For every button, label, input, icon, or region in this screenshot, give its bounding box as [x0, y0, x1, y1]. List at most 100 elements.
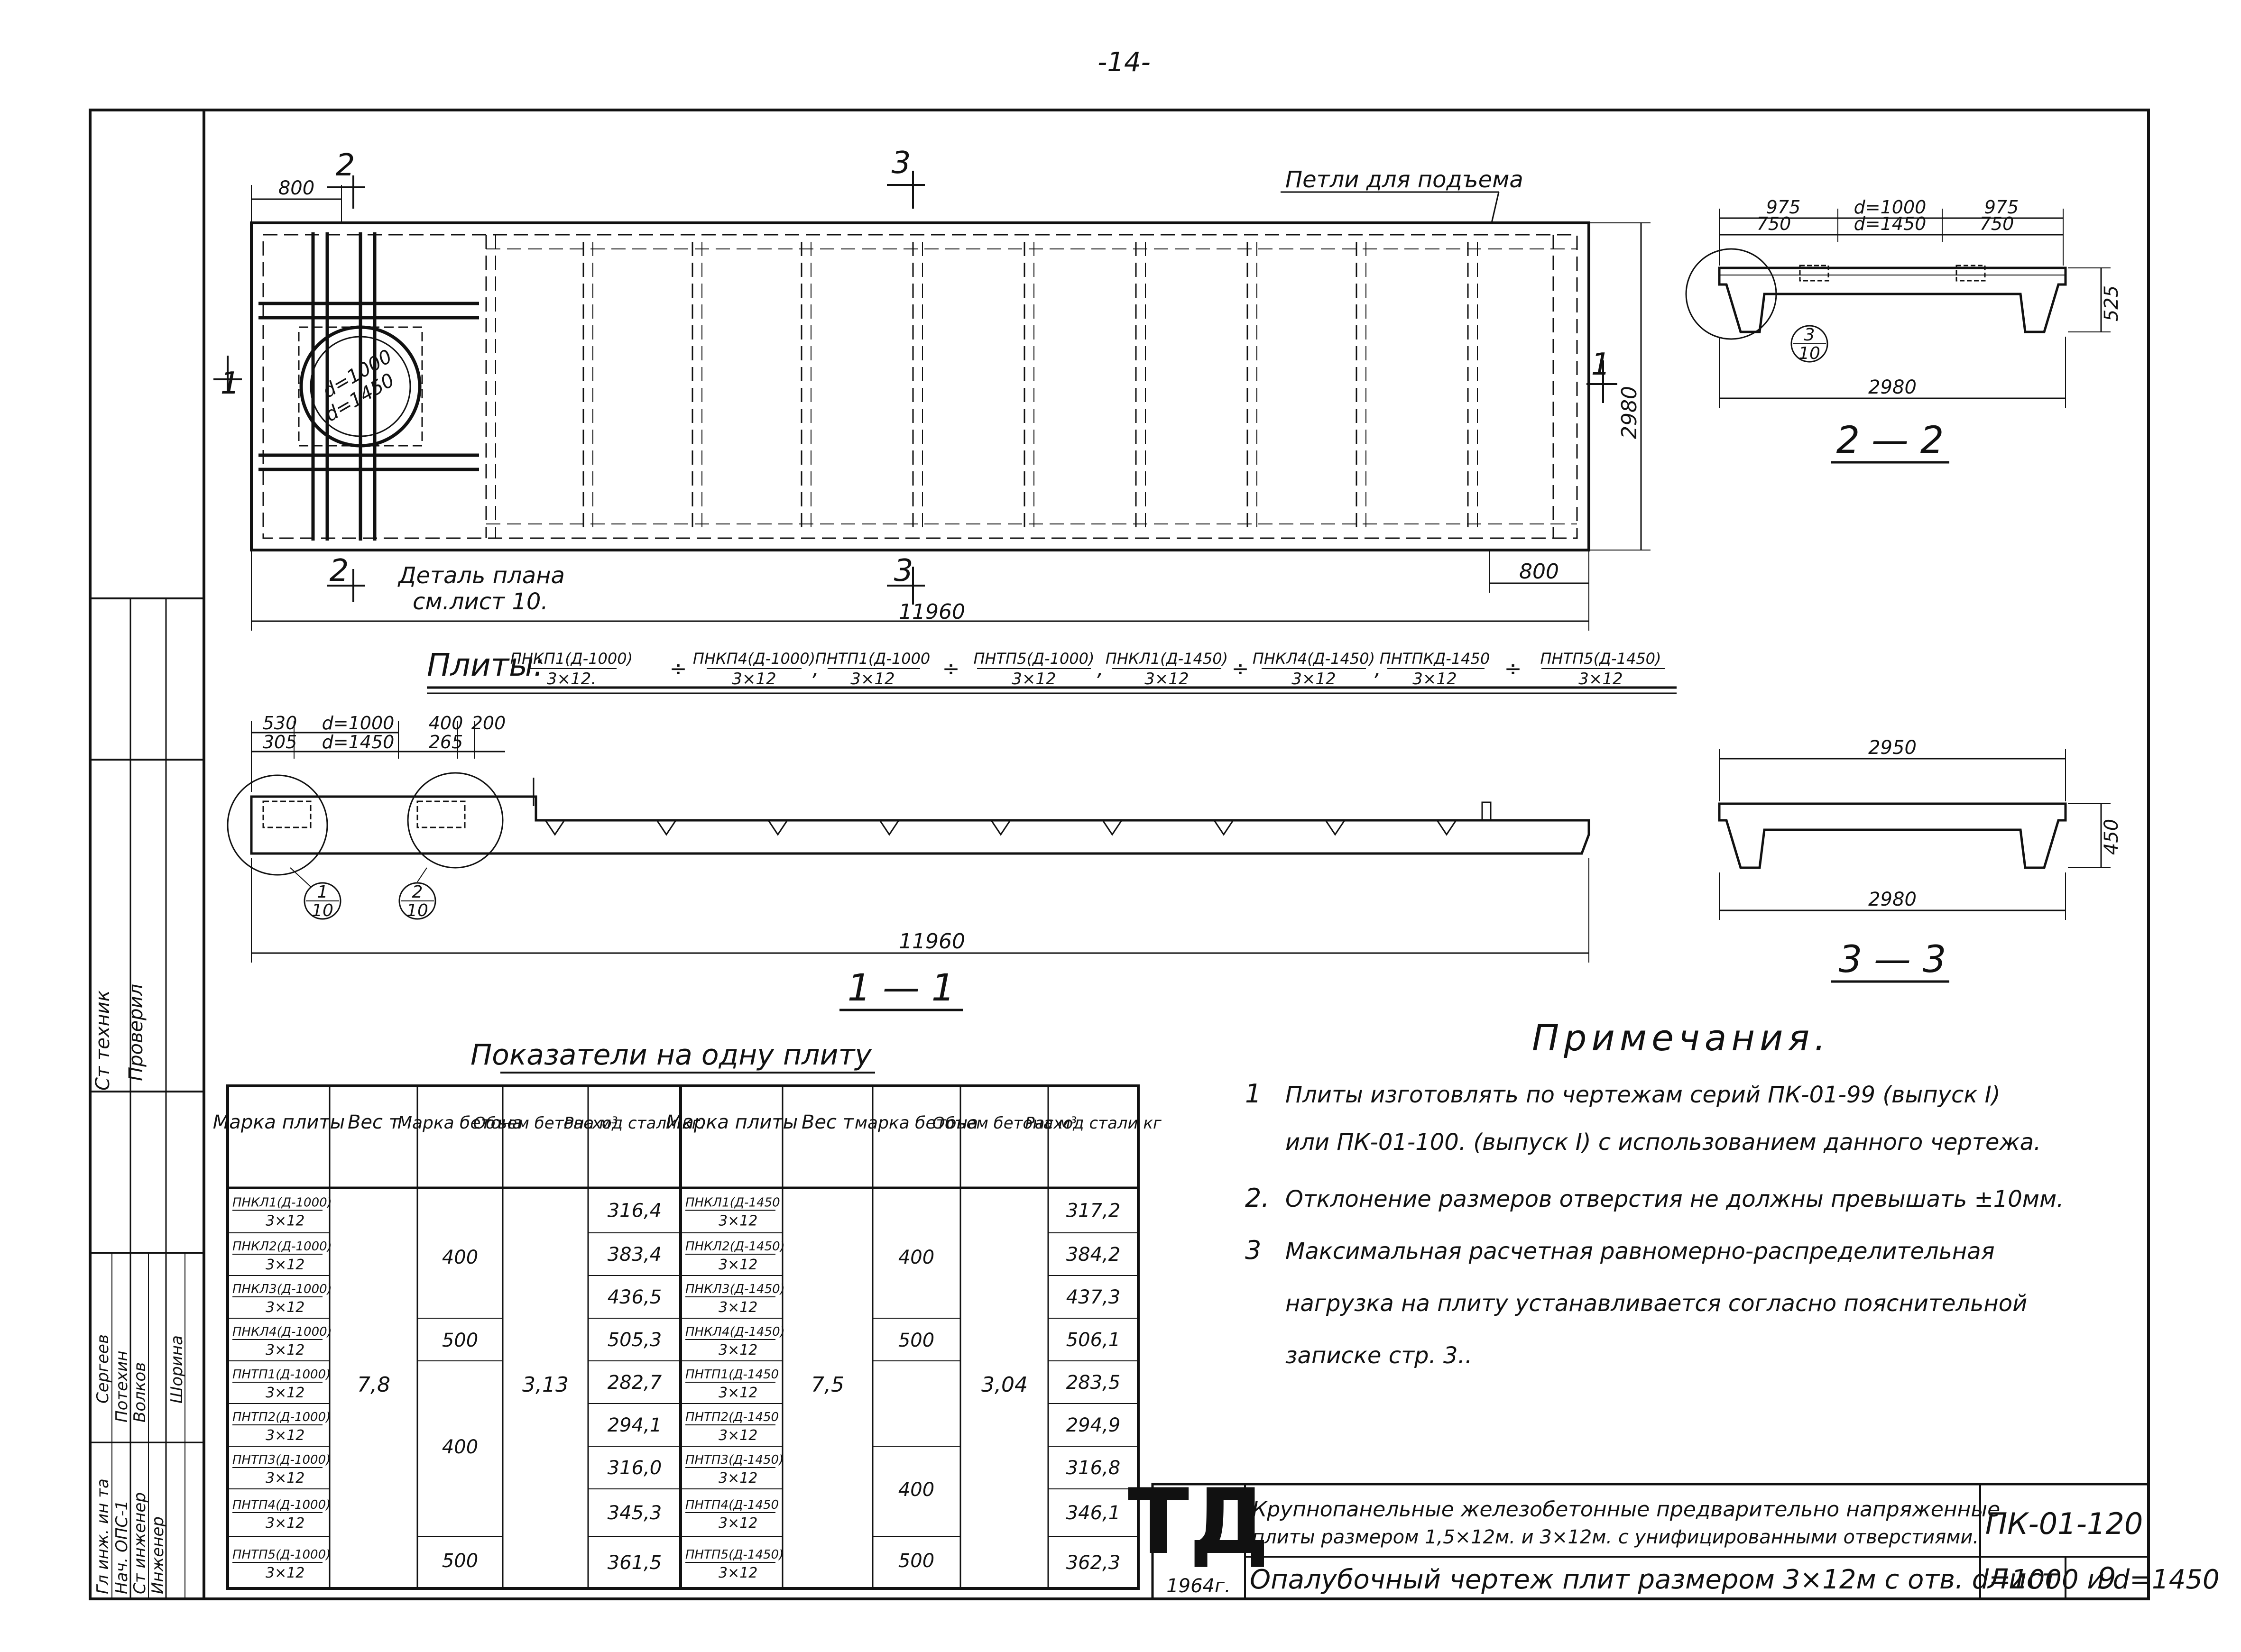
s11-dim-530: 530	[263, 713, 297, 734]
stamp-role-2: Гл инж. ин та	[93, 1478, 112, 1594]
left-mark-4: ПНТП1(Д-1000)	[232, 1367, 331, 1382]
s33-dim-2950: 2950	[1868, 737, 1917, 759]
plan-dim-2980: 2980	[1617, 386, 1642, 439]
s22-dim-d1450: d=1450	[1854, 213, 1927, 234]
indicators-table: Показатели на одну плиту	[213, 1038, 1162, 1590]
left-mark-1: ПНКЛ2(Д-1000)	[232, 1239, 332, 1254]
th-weight-left: Вес т	[348, 1111, 401, 1133]
plan-dimensions: 800 2 3 Петли для подъема 1 1 2980 2 Дет…	[213, 146, 1651, 631]
left-mark-0: ПНКЛ1(Д-1000)	[232, 1196, 332, 1210]
title-year: 1964г.	[1166, 1575, 1231, 1597]
left-mark-2: ПНКЛ3(Д-1000)	[232, 1282, 332, 1296]
note-line-0: Плиты изготовлять по чертежам серий ПК-0…	[1285, 1082, 2001, 1108]
table-title: Показатели на одну плиту	[470, 1038, 872, 1072]
slabs-sep-4: ÷	[1232, 657, 1249, 681]
plan-dim-800-right: 800	[1519, 560, 1559, 584]
right-mark-den-8: 3×12	[719, 1565, 757, 1581]
stamp-role-4: Ст инженер	[130, 1492, 149, 1594]
table-header-left: Марка плиты Вес т Марка бетона Объем бет…	[213, 1111, 705, 1133]
plan-detail-note-2: см.лист 10.	[413, 588, 548, 615]
right-mark-1: ПНКЛ2(Д-1450)	[685, 1239, 785, 1254]
stamp-name-1: Потехин	[112, 1350, 131, 1423]
s22-dim-2980: 2980	[1868, 376, 1917, 398]
right-mark-3: ПНКЛ4(Д-1450)	[685, 1325, 785, 1339]
right-mark-den-3: 3×12	[719, 1342, 757, 1358]
section-3-3: 2950 450 2980 3 — 3	[1718, 737, 2122, 983]
left-mark-den-4: 3×12	[266, 1385, 304, 1401]
plan-section-3-top: 3	[892, 146, 911, 181]
note-line-4: нагрузка на плиту устанавливается соглас…	[1285, 1290, 2027, 1317]
slab-item-0: ПНКП1(Д-1000) 3×12.	[510, 650, 633, 688]
s22-caption: 2 — 2	[1836, 419, 1944, 462]
section-2-2: 975 d=1000 975 750 d=1450 750 525 3 10 2…	[1685, 197, 2122, 464]
table-row-lines	[228, 1232, 1138, 1537]
plan-dim-800-left: 800	[278, 177, 314, 199]
right-mark-2: ПНКЛ3(Д-1450)	[685, 1282, 785, 1296]
slab-item-1: ПНКП4(Д-1000)3×12	[693, 650, 815, 688]
slabs-sep-1: ,	[812, 657, 819, 681]
table-right-marks: ПНКЛ1(Д-14503×12ПНКЛ2(Д-1450)3×12ПНКЛ3(Д…	[685, 1196, 785, 1581]
s11-callout-2-num: 2	[412, 882, 423, 902]
right-steel-3: 506,1	[1066, 1329, 1121, 1351]
svg-text:3×12: 3×12	[1144, 670, 1189, 688]
left-mark-den-7: 3×12	[266, 1515, 304, 1532]
right-grade-0: 400	[898, 1247, 934, 1268]
s11-dim-d1000: d=1000	[322, 713, 395, 734]
sheet-frame	[89, 109, 2150, 1600]
left-steel-5: 294,1	[608, 1414, 662, 1436]
right-mark-den-1: 3×12	[719, 1257, 757, 1273]
th-volume-left: Объем бетона м³	[473, 1114, 618, 1133]
left-mark-den-6: 3×12	[266, 1470, 304, 1487]
right-mark-7: ПНТП4(Д-1450	[685, 1498, 779, 1512]
title-sheet-title: Опалубочный чертеж плит размером 3×12м с…	[1250, 1564, 2220, 1595]
th-grade-left: Марка бетона	[397, 1113, 523, 1133]
left-mark-3: ПНКЛ4(Д-1000)	[232, 1325, 332, 1339]
s11-callout-1-num: 1	[317, 882, 328, 902]
s11-dim-265: 265	[429, 732, 463, 753]
th-steel-right: Расход стали кг	[1025, 1114, 1162, 1133]
left-mark-den-5: 3×12	[266, 1427, 304, 1444]
s11-callout-2-den: 10	[406, 901, 428, 920]
plan-dim-11960: 11960	[899, 600, 965, 624]
left-mark-8: ПНТП5(Д-1000)	[232, 1548, 331, 1562]
stamp-role-1: Проверил	[125, 984, 147, 1081]
svg-text:3×12.: 3×12.	[547, 670, 596, 688]
title-desc-1: Крупнопанельные железобетонные предварит…	[1252, 1497, 2000, 1522]
left-grade-0: 400	[442, 1247, 478, 1268]
left-mark-5: ПНТП2(Д-1000)	[232, 1410, 331, 1424]
right-mark-den-5: 3×12	[719, 1427, 757, 1444]
right-steel-0: 317,2	[1066, 1200, 1121, 1222]
note-num-0: 1	[1245, 1079, 1261, 1109]
left-mark-7: ПНТП4(Д-1000)	[232, 1498, 331, 1512]
right-mark-4: ПНТП1(Д-1450	[685, 1367, 779, 1382]
stamp-name-0: Сергеев	[93, 1334, 112, 1404]
s22-callout-num: 3	[1804, 325, 1815, 345]
notes-lines: 1 Плиты изготовлять по чертежам серий ПК-…	[1245, 1079, 2064, 1369]
note-line-2: Отклонение размеров отверстия не должны …	[1285, 1186, 2064, 1212]
left-steel-1: 383,4	[608, 1244, 662, 1266]
s11-dim-d1450: d=1450	[322, 732, 395, 753]
slab-item-7: ПНТП5(Д-1450)3×12	[1540, 650, 1665, 688]
right-mark-5: ПНТП2(Д-1450	[685, 1410, 779, 1424]
plan-ribs	[485, 235, 1577, 538]
right-mark-0: ПНКЛ1(Д-1450	[685, 1196, 780, 1210]
right-steel-6: 316,8	[1066, 1457, 1121, 1479]
s22-dim-975-left: 975	[1766, 197, 1801, 218]
s11-dim-400: 400	[429, 713, 463, 734]
slabs-sep-2: ÷	[942, 657, 960, 681]
left-mark-den-8: 3×12	[266, 1565, 304, 1581]
note-num-2: 2.	[1245, 1183, 1270, 1213]
s11-dim-11960: 11960	[899, 929, 965, 954]
plan-detail-note-1: Деталь плана	[397, 562, 565, 589]
note-num-3: 3	[1245, 1235, 1261, 1265]
svg-text:3×12: 3×12	[850, 670, 895, 688]
slabs-sep-0: ÷	[670, 657, 687, 681]
th-mark-right: Марка плиты	[666, 1111, 798, 1133]
left-mark-den-0: 3×12	[266, 1213, 304, 1230]
right-volume: 3,04	[981, 1373, 1028, 1397]
plan-section-3-bottom: 3	[894, 553, 913, 588]
s22-callout-den: 10	[1798, 344, 1820, 363]
svg-text:ПНКП1(Д-1000): ПНКП1(Д-1000)	[510, 650, 633, 668]
